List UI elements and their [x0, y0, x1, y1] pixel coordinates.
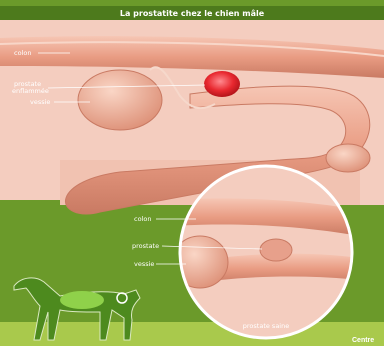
page-title: La prostatite chez le chien mâle [120, 9, 265, 18]
label-prostate-enflammee: enflammée [12, 87, 49, 95]
bottom-band [0, 322, 384, 346]
inset-caption: prostate saine [243, 322, 289, 330]
inset-label-prostate: prostate [132, 242, 159, 250]
inflamed-prostate [204, 71, 240, 97]
testicle [326, 144, 370, 172]
logo: Centre [352, 337, 374, 344]
inset-label-colon: colon [134, 215, 151, 223]
bladder [78, 70, 162, 130]
dog-organs [60, 291, 104, 309]
label-vessie: vessie [30, 98, 50, 106]
inset-label-vessie: vessie [134, 260, 154, 268]
label-colon: colon [14, 49, 31, 57]
healthy-prostate [260, 239, 292, 261]
